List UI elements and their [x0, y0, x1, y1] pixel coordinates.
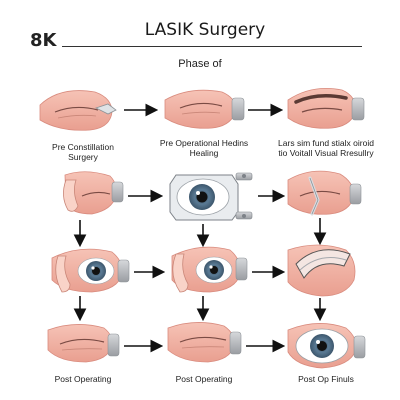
stage-r3c3-lifted-flap — [288, 245, 355, 296]
stage-r3c2-open-eye-flap — [172, 247, 247, 292]
stage-r4c1-closed-eye — [48, 324, 119, 362]
stage-r4c3-open-eye-healed — [288, 323, 365, 368]
stage-r3c1-open-eye-flap — [52, 249, 129, 292]
label-r4c2: Post Operating — [156, 374, 252, 384]
stage-r2c3-incision — [288, 171, 361, 214]
stage-r2c2-speculum-eye — [170, 173, 252, 220]
stage-r1c3-closed-eye — [288, 88, 364, 128]
label-r4c1: Post Operating — [38, 374, 128, 384]
stage-r2c1-lid-fold — [63, 172, 123, 214]
label-r4c3: Post Op Finuls — [276, 374, 376, 384]
stage-r4c2-closed-eye — [168, 322, 241, 362]
stage-r1c2-closed-eye — [165, 90, 244, 128]
label-r1c3: Lars sim fund stialx oiroid tio Voitall … — [276, 138, 376, 158]
label-r1c1: Pre Constillation Surgery — [38, 142, 128, 162]
label-r1c2: Pre Operational Hedins Healing — [156, 138, 252, 158]
